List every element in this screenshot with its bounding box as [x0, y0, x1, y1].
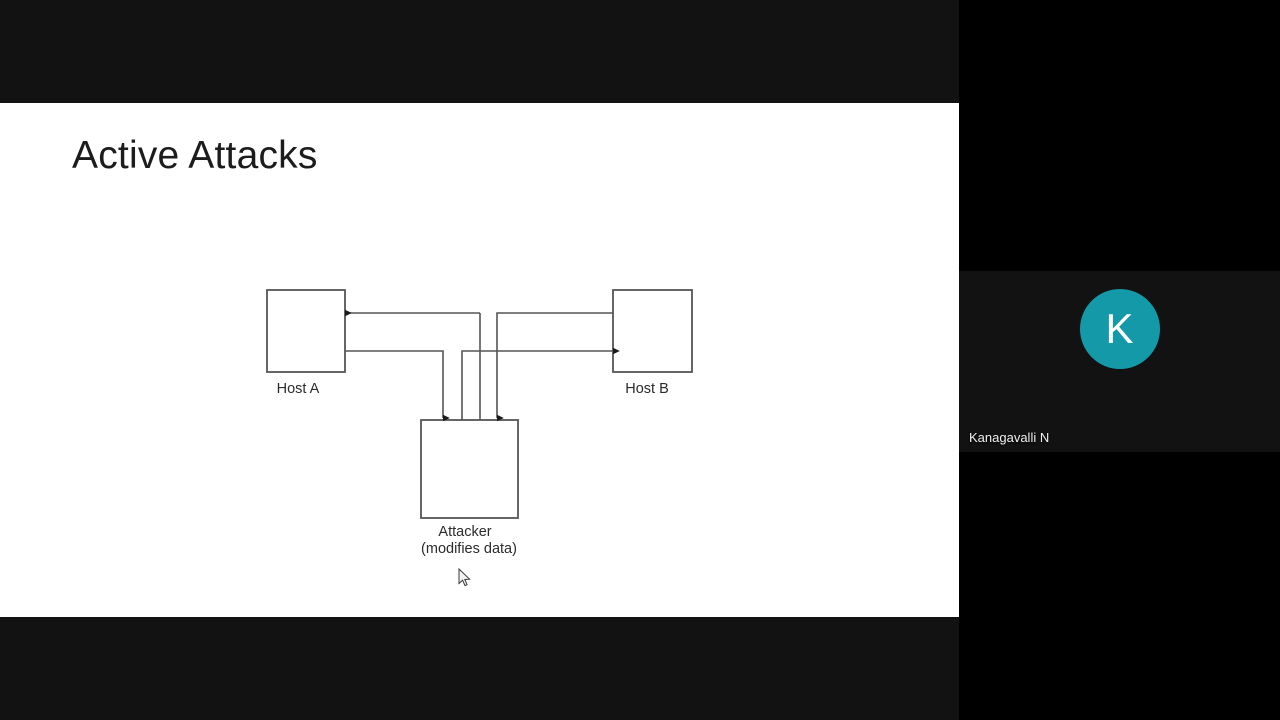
node-host-b-box — [612, 289, 693, 373]
node-host-a-label: Host A — [277, 381, 320, 397]
node-host-a-box — [266, 289, 346, 373]
letterbox-bottom — [0, 617, 959, 720]
node-attacker-sublabel: (modifies data) — [421, 541, 517, 557]
letterbox-top — [0, 0, 959, 103]
participant-name-label: Kanagavalli N — [969, 430, 1050, 445]
node-attacker-box — [420, 419, 519, 519]
rail-top-filler — [959, 0, 1280, 271]
link-host-a-to-attacker — [345, 350, 450, 422]
node-attacker-label: Attacker — [438, 524, 491, 540]
node-host-b-label: Host B — [625, 381, 669, 397]
link-host-b-to-attacker — [496, 312, 613, 422]
avatar: K — [1079, 289, 1160, 369]
page-title: Active Attacks — [72, 134, 318, 177]
participant-rail: K Kanagavalli N — [959, 0, 1280, 720]
rail-bottom-filler — [959, 452, 1280, 720]
participant-video-tile[interactable]: K Kanagavalli N — [959, 271, 1280, 452]
shared-screen-area: Active Attacks — [0, 0, 959, 720]
link-attacker-to-host-b — [461, 347, 620, 420]
presentation-slide: Active Attacks — [0, 103, 959, 617]
active-attacks-diagram: Host A Host B Attacker (modifies data) — [0, 103, 959, 617]
